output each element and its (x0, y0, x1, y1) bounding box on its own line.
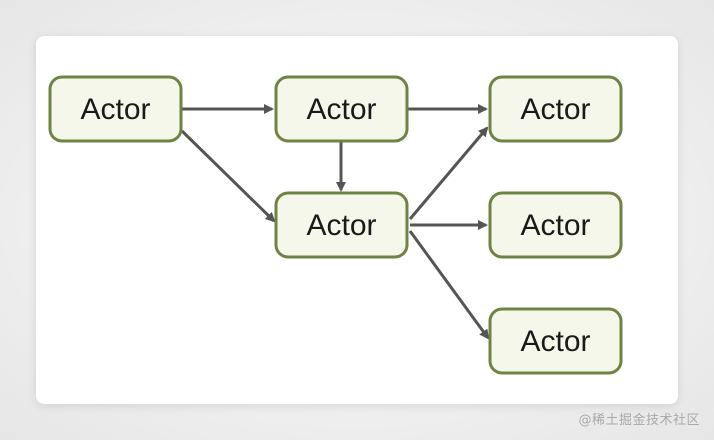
node-label: Actor (520, 93, 590, 126)
watermark: @稀土掘金技术社区 (578, 413, 700, 428)
node-label: Actor (306, 209, 376, 242)
node-actor-3: Actor (488, 75, 623, 143)
edge-n1-n4 (180, 129, 276, 223)
node-actor-6: Actor (488, 307, 623, 375)
node-label: Actor (306, 93, 376, 126)
node-label: Actor (520, 209, 590, 242)
node-label: Actor (80, 93, 150, 126)
node-actor-4: Actor (274, 191, 409, 259)
edge-layer (180, 104, 490, 340)
node-actor-5: Actor (488, 191, 623, 259)
node-actor-1: Actor (48, 75, 183, 143)
edge-n4-n6 (408, 230, 490, 340)
node-actor-2: Actor (274, 75, 409, 143)
edge-n4-n3 (408, 126, 489, 220)
node-label: Actor (520, 325, 590, 358)
